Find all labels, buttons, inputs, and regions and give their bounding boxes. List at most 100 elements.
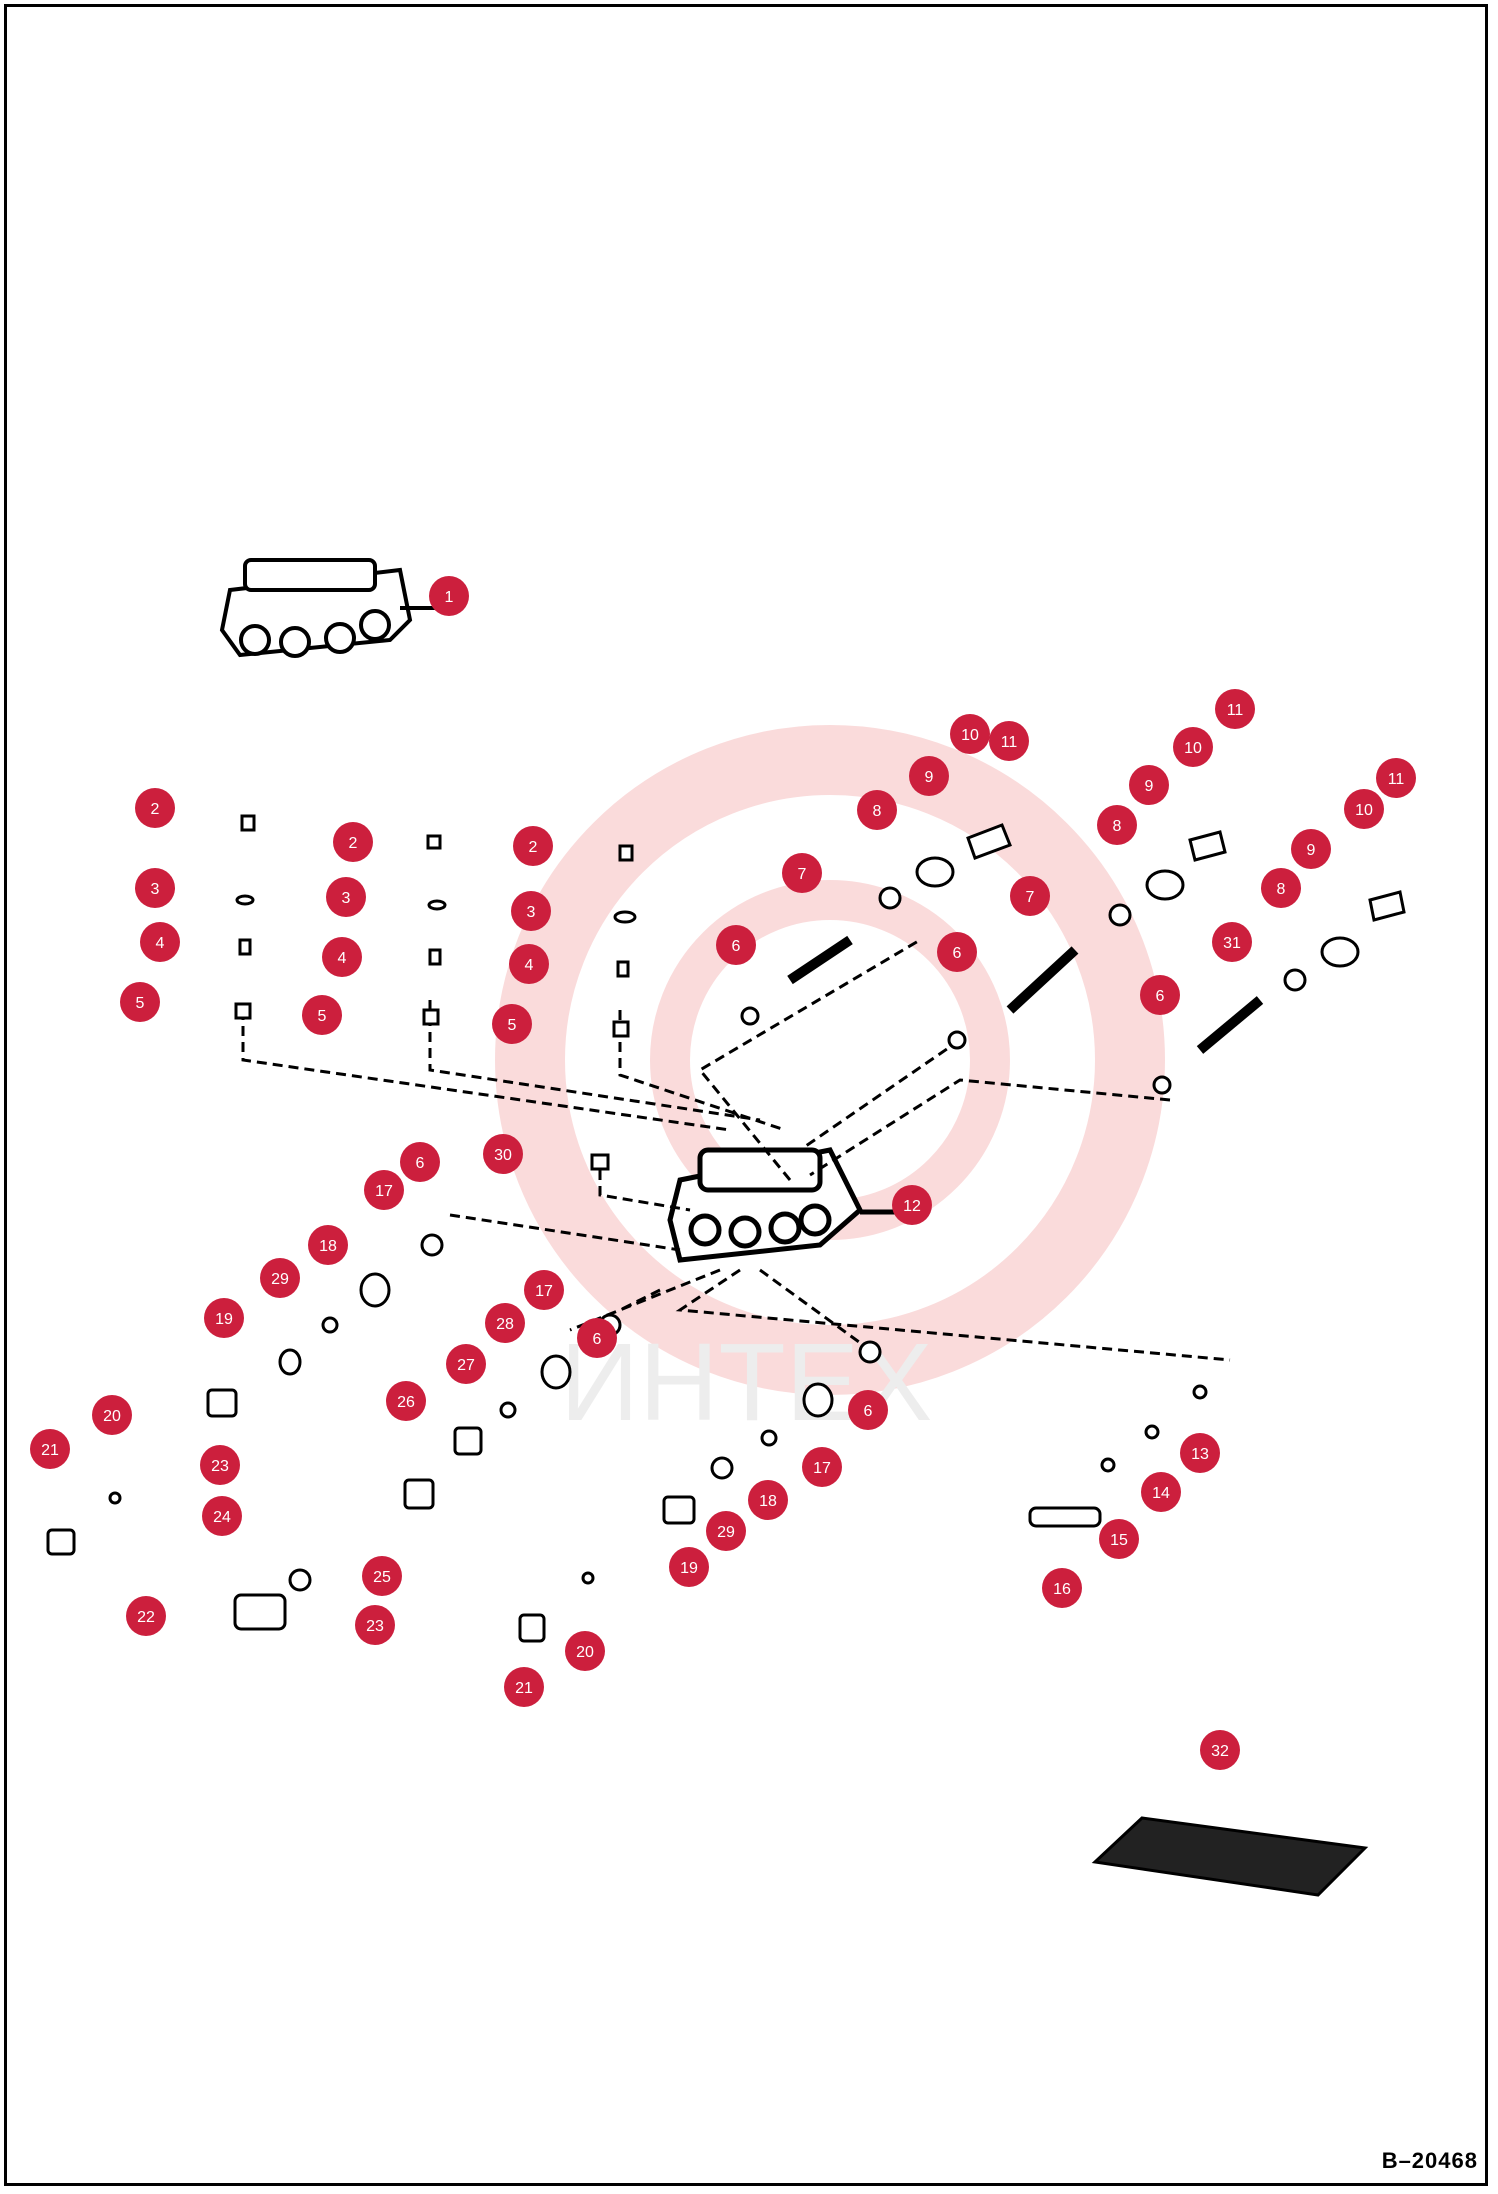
- callout-marker: [308, 1225, 348, 1265]
- callout-label: 24: [213, 1509, 231, 1526]
- callout-10: 10: [1173, 727, 1213, 767]
- callout-label: 26: [397, 1394, 415, 1411]
- callout-label: 13: [1191, 1446, 1209, 1463]
- callout-marker: [200, 1445, 240, 1485]
- callout-label: 32: [1211, 1743, 1229, 1760]
- callout-8: 8: [1261, 868, 1301, 908]
- callout-label: 10: [1184, 740, 1202, 757]
- callout-11: 11: [1376, 758, 1416, 798]
- callout-11: 11: [1215, 689, 1255, 729]
- callout-label: 18: [319, 1238, 337, 1255]
- callout-marker: [446, 1344, 486, 1384]
- small-parts: [46, 814, 1406, 1897]
- callout-label: 12: [903, 1198, 921, 1215]
- callout-22: 22: [126, 1596, 166, 1636]
- callout-2: 2: [333, 822, 373, 862]
- callout-label: 21: [41, 1442, 59, 1459]
- callout-marker: [135, 788, 175, 828]
- valve-assembly-thumbnail: [219, 558, 440, 658]
- callout-label: 8: [873, 803, 882, 820]
- callout-marker: [1042, 1568, 1082, 1608]
- callout-label: 17: [535, 1283, 553, 1300]
- callout-marker: [706, 1511, 746, 1551]
- callout-marker: [92, 1395, 132, 1435]
- callout-label: 10: [961, 727, 979, 744]
- callout-marker: [260, 1258, 300, 1298]
- callout-9: 9: [909, 756, 949, 796]
- callout-marker: [1212, 922, 1252, 962]
- callout-label: 22: [137, 1609, 155, 1626]
- callout-3: 3: [135, 868, 175, 908]
- callout-marker: [1291, 829, 1331, 869]
- callout-10: 10: [1344, 789, 1384, 829]
- callout-marker: [1129, 765, 1169, 805]
- callout-24: 24: [202, 1496, 242, 1536]
- callout-28: 28: [485, 1303, 525, 1343]
- callout-26: 26: [386, 1381, 426, 1421]
- callout-23: 23: [200, 1445, 240, 1485]
- callout-label: 7: [1026, 889, 1035, 906]
- callout-label: 8: [1277, 881, 1286, 898]
- callout-marker: [511, 891, 551, 931]
- callout-marker: [362, 1556, 402, 1596]
- callout-18: 18: [308, 1225, 348, 1265]
- callout-marker: [509, 944, 549, 984]
- callout-label: 25: [373, 1569, 391, 1586]
- callout-label: 5: [136, 995, 145, 1012]
- callout-marker: [1173, 727, 1213, 767]
- callout-marker: [1141, 1472, 1181, 1512]
- callout-label: 16: [1053, 1581, 1071, 1598]
- callout-label: 23: [211, 1458, 229, 1475]
- callout-marker: [892, 1185, 932, 1225]
- document-id: B–20468: [1381, 2148, 1478, 2173]
- callout-marker: [326, 877, 366, 917]
- callout-8: 8: [1097, 805, 1137, 845]
- callout-4: 4: [322, 937, 362, 977]
- callout-29: 29: [260, 1258, 300, 1298]
- callout-3: 3: [511, 891, 551, 931]
- callout-14: 14: [1141, 1472, 1181, 1512]
- callout-label: 5: [508, 1017, 517, 1034]
- callout-marker: [485, 1303, 525, 1343]
- callout-label: 2: [151, 801, 160, 818]
- callout-label: 1: [445, 589, 454, 606]
- callout-19: 19: [204, 1298, 244, 1338]
- callout-18: 18: [748, 1480, 788, 1520]
- callout-marker: [669, 1547, 709, 1587]
- callout-20: 20: [565, 1631, 605, 1671]
- callout-label: 11: [1388, 771, 1405, 788]
- callout-marker: [950, 714, 990, 754]
- callout-label: 4: [338, 950, 347, 967]
- callout-6: 6: [1140, 975, 1180, 1015]
- callout-marker: [1140, 975, 1180, 1015]
- callout-marker: [513, 826, 553, 866]
- callout-4: 4: [509, 944, 549, 984]
- callout-label: 10: [1355, 802, 1373, 819]
- callout-label: 3: [151, 881, 160, 898]
- callout-marker: [565, 1631, 605, 1671]
- callout-marker: [1200, 1730, 1240, 1770]
- callout-label: 30: [494, 1147, 512, 1164]
- callout-11: 11: [989, 721, 1029, 761]
- callout-6: 6: [577, 1318, 617, 1358]
- callout-8: 8: [857, 790, 897, 830]
- callout-21: 21: [30, 1429, 70, 1469]
- callout-marker: [1215, 689, 1255, 729]
- callout-label: 19: [680, 1560, 698, 1577]
- callout-label: 3: [342, 890, 351, 907]
- callout-marker: [937, 932, 977, 972]
- callout-marker: [716, 925, 756, 965]
- callout-label: 29: [271, 1271, 289, 1288]
- callout-marker: [857, 790, 897, 830]
- callout-label: 14: [1152, 1485, 1170, 1502]
- callout-label: 5: [318, 1008, 327, 1025]
- callout-label: 6: [1156, 988, 1165, 1005]
- callout-marker: [1376, 758, 1416, 798]
- callout-2: 2: [135, 788, 175, 828]
- callout-6: 6: [716, 925, 756, 965]
- callout-1: 1: [429, 576, 469, 616]
- callout-6: 6: [400, 1142, 440, 1182]
